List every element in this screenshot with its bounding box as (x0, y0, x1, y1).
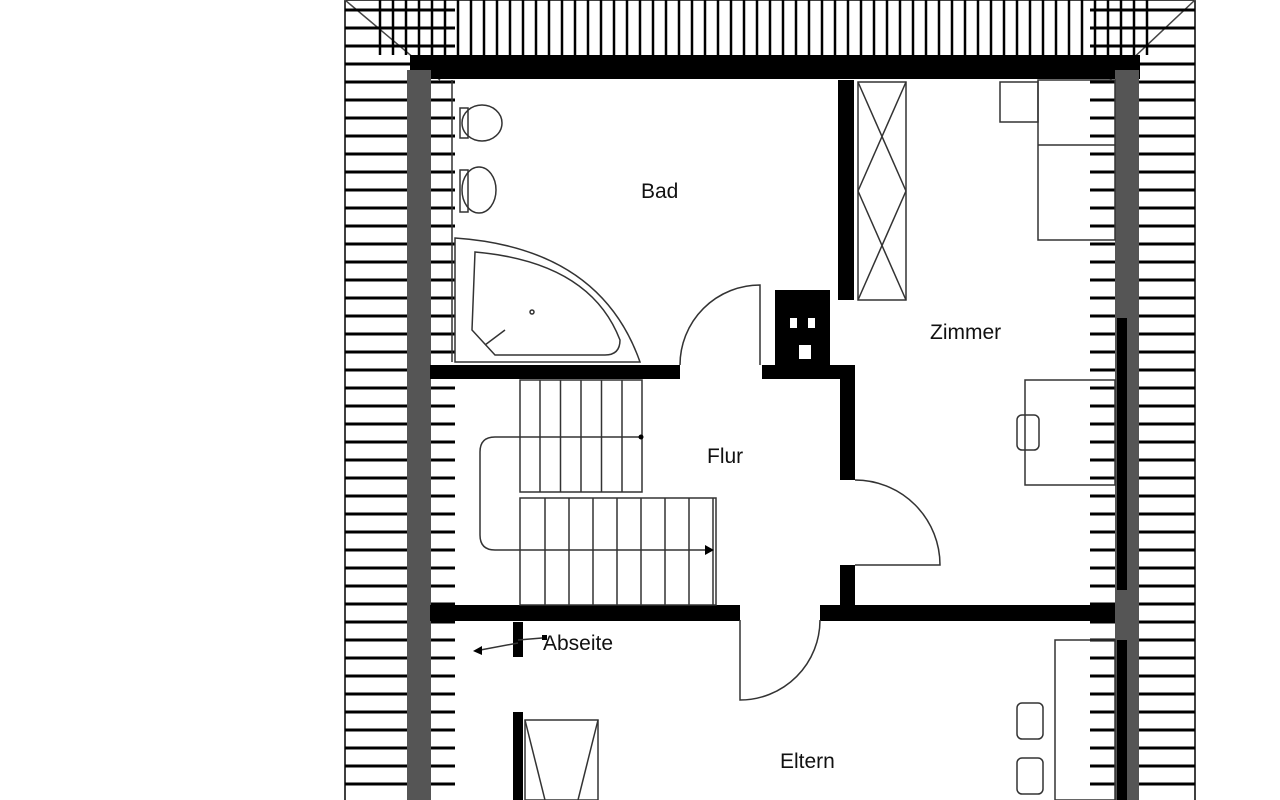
walls (407, 55, 1140, 800)
room-label-flur: Flur (707, 445, 744, 468)
roof-hatching (344, 0, 1196, 800)
furniture (451, 79, 1116, 800)
room-label-eltern: Eltern (780, 750, 835, 773)
room-label-abseite: Abseite (543, 632, 614, 655)
room-label-zimmer: Zimmer (930, 321, 1002, 344)
room-label-bad: Bad (641, 180, 679, 203)
